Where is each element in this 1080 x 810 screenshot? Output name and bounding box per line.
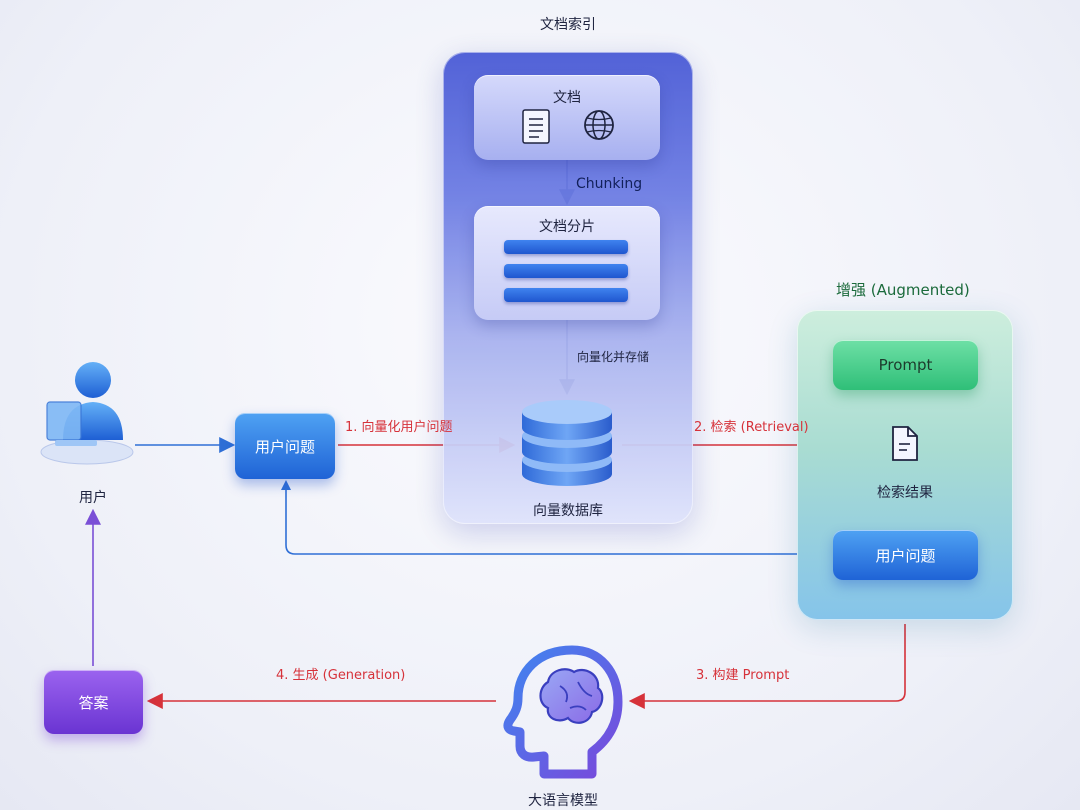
prompt-box: Prompt: [833, 340, 978, 390]
user-label: 用户: [79, 490, 107, 506]
step4-label: 4. 生成 (Generation): [276, 668, 406, 683]
user-question-box: 用户问题: [235, 413, 335, 479]
result-file-icon: [892, 426, 918, 461]
brain-head-icon: [503, 645, 623, 779]
arrowhead-question-up: [281, 480, 291, 490]
llm-label: 大语言模型: [528, 793, 598, 809]
chunk-bar: [504, 264, 628, 278]
chunks-card: 文档分片: [474, 206, 660, 320]
vector-db-label: 向量数据库: [533, 503, 603, 519]
database-icon: [522, 400, 612, 486]
globe-icon: [584, 110, 614, 140]
step3-label: 3. 构建 Prompt: [696, 668, 790, 683]
docs-label: 文档: [553, 90, 581, 106]
step1-label: 1. 向量化用户问题: [345, 420, 453, 435]
retrieval-results-label: 检索结果: [877, 485, 933, 501]
augmented-question-box: 用户问题: [833, 530, 978, 580]
vectorize-store-label: 向量化并存储: [577, 350, 650, 364]
chunks-label: 文档分片: [539, 219, 595, 235]
chunking-label: Chunking: [576, 176, 643, 192]
answer-box: 答案: [44, 670, 143, 734]
chunk-bar: [504, 240, 628, 254]
user-icon: [40, 362, 134, 465]
doc-index-title: 文档索引: [540, 17, 596, 33]
arrow-step3: [628, 624, 906, 709]
document-icon: [522, 109, 550, 144]
docs-card: 文档: [474, 75, 660, 160]
step2-label: 2. 检索 (Retrieval): [694, 420, 809, 435]
augmented-title: 增强 (Augmented): [836, 281, 970, 299]
arrow-question-to-augmented: [285, 482, 832, 562]
chunk-bar: [504, 288, 628, 302]
